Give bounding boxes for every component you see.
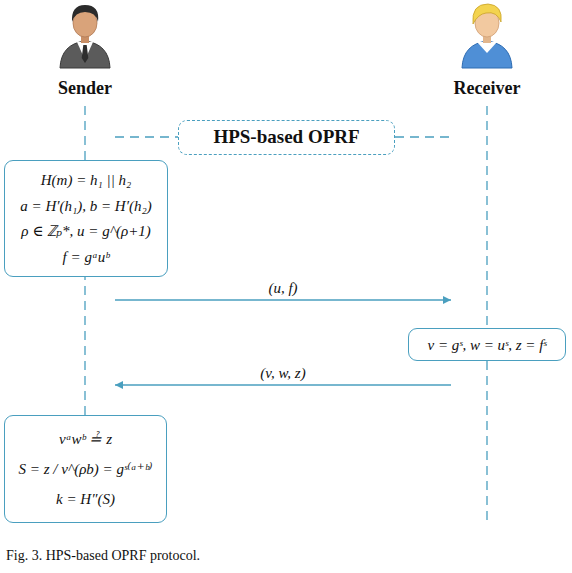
box-title: HPS-based OPRF	[213, 126, 359, 149]
computation-box: v = gˢ, w = uˢ, z = fˢ	[408, 328, 566, 361]
sender-tie	[82, 45, 89, 63]
sender-hair	[72, 5, 98, 22]
formula-text: v = gˢ, w = uˢ, z = fˢ	[427, 336, 546, 354]
sender-suit	[60, 41, 110, 68]
dashed-link	[395, 136, 451, 137]
receiver-collar	[477, 42, 497, 53]
message-label: (u, f)	[268, 280, 297, 297]
message-arrow	[115, 384, 451, 385]
formula-text: H(m) = h₁ || h₂	[41, 171, 131, 189]
sender-icon	[60, 5, 110, 68]
computation-box: H(m) = h₁ || h₂ a = H′(h₁), b = H′(h₂) ρ ∈…	[4, 160, 168, 277]
actor-lane: Receiver	[451, 4, 523, 524]
formula-text: S = z / v^(ρb) = gˢ⁽ᵃ⁺ᵇ⁾	[19, 460, 153, 478]
formula-text: k = H″(S)	[56, 490, 115, 508]
formula-text: a = H′(h₁), b = H′(h₂)	[20, 197, 151, 215]
formula-text: vᵃwᵇ ≟ z	[59, 430, 112, 448]
dashed-link	[115, 136, 178, 137]
computation-box: vᵃwᵇ ≟ z S = z / v^(ρb) = gˢ⁽ᵃ⁺ᵇ⁾ k = H″(S…	[4, 415, 167, 523]
receiver-icon	[462, 4, 512, 68]
message-arrow	[115, 299, 451, 300]
receiver-shirt	[462, 41, 512, 68]
actor-name: Receiver	[454, 78, 521, 100]
receiver-lifeline	[486, 106, 487, 520]
formula-text: ρ ∈ ℤₚ*, u = g^(ρ+1)	[21, 222, 151, 240]
actor-name: Sender	[58, 78, 112, 100]
message-label: (v, w, z)	[260, 365, 305, 382]
receiver-hair	[473, 4, 501, 24]
protocol-title-box: HPS-based OPRF	[178, 120, 395, 155]
figure-caption: Fig. 3. HPS-based OPRF protocol.	[6, 548, 200, 564]
formula-text: f = gᵃuᵇ	[63, 248, 110, 266]
